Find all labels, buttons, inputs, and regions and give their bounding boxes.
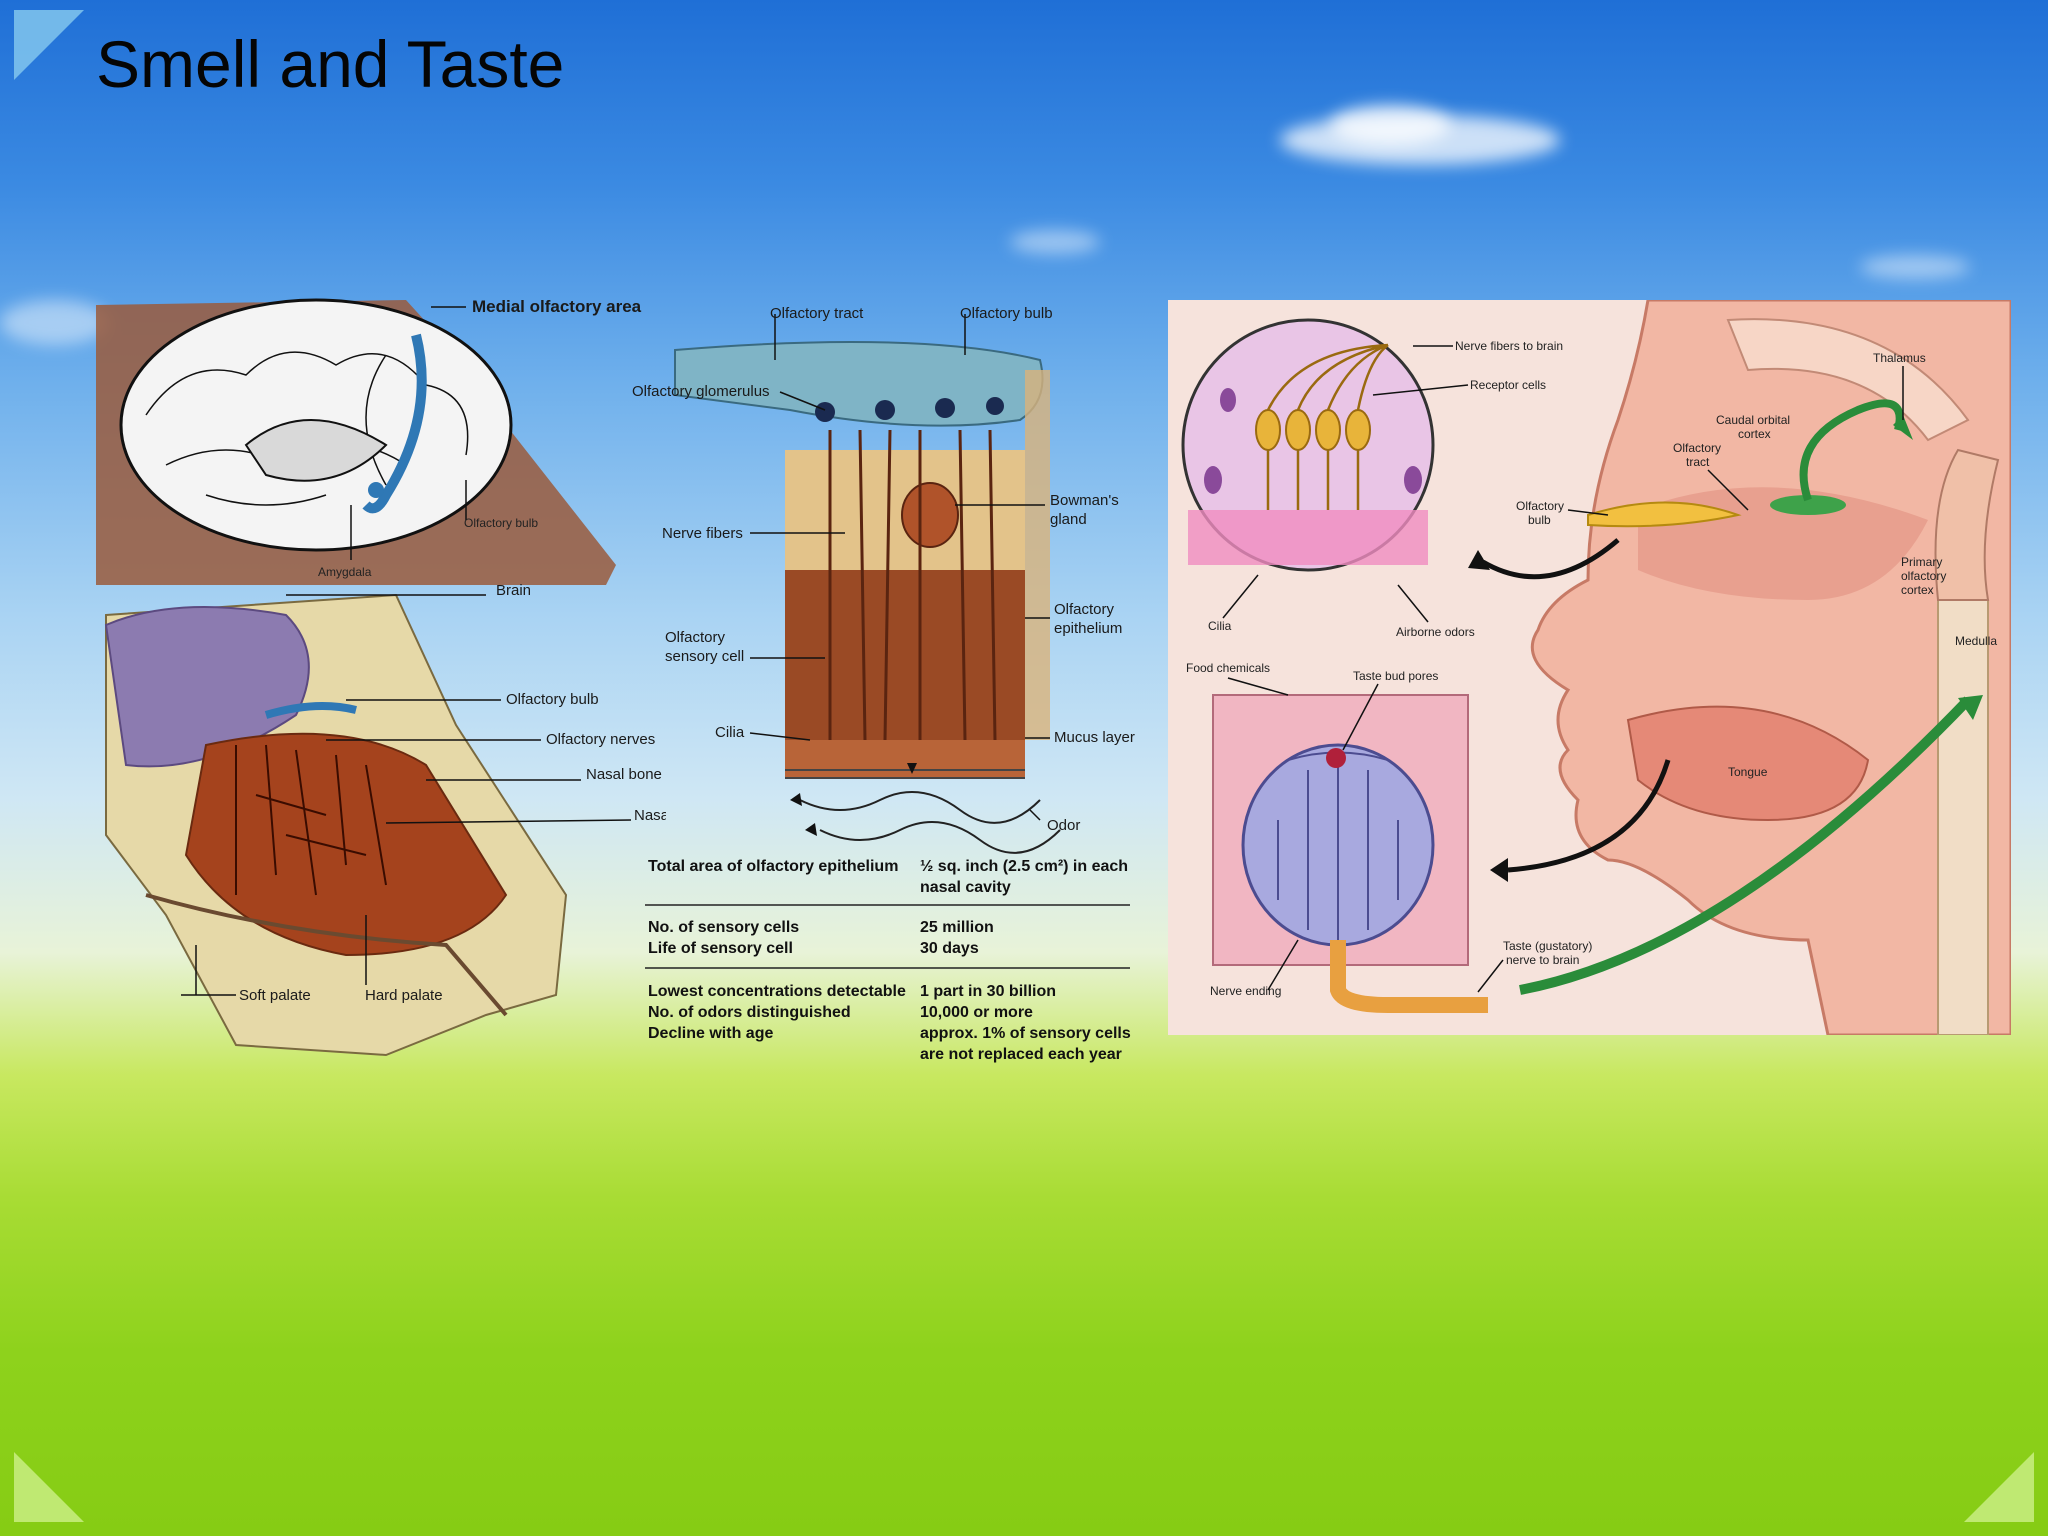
table-row3-right-1: 1 part in 30 billion [920, 983, 1056, 1000]
label-taste-bud-pores: Taste bud pores [1353, 669, 1438, 683]
label-olfactory-glomerulus: Olfactory glomerulus [632, 383, 770, 400]
label-olfactory-epithelium-1: Olfactory [1054, 601, 1115, 618]
table-row3-right-4: are not replaced each year [920, 1046, 1122, 1063]
table-row1-left-1: Total area of olfactory epithelium [648, 858, 898, 875]
label-bowmans-gland-1: Bowman's [1050, 492, 1119, 509]
label-odor: Odor [1047, 817, 1080, 834]
label-taste-nerve-2: nerve to brain [1506, 953, 1579, 967]
label-olfactory-sensory-cell-2: sensory cell [665, 648, 744, 665]
table-row3-left-2: No. of odors distinguished [648, 1004, 851, 1021]
table-row3-right-2: 10,000 or more [920, 1004, 1033, 1021]
label-caudal-orbital-cortex-1: Caudal orbital [1716, 413, 1790, 427]
table-row3-right-3: approx. 1% of sensory cells [920, 1025, 1131, 1042]
label-caudal-orbital-cortex-2: cortex [1738, 427, 1771, 441]
cloud [1860, 255, 1970, 279]
table-row1-right-1: ½ sq. inch (2.5 cm²) in each [920, 858, 1128, 875]
label-primary-olfactory-cortex-2: olfactory [1901, 569, 1946, 583]
cloud [1330, 105, 1450, 145]
label-airborne-odors: Airborne odors [1396, 625, 1475, 639]
label-cilia: Cilia [715, 724, 745, 741]
label-nasal-bone: Nasal bone [586, 766, 662, 783]
corner-decoration-top-left [14, 10, 84, 80]
label-nerve-fibers: Nerve fibers [662, 525, 743, 542]
label-medulla: Medulla [1955, 634, 1997, 648]
label-nasal-conchae: Nasal conchae [634, 807, 666, 824]
smell-taste-head-diagram: Nerve fibers to brain Receptor cells Tha… [1168, 300, 2011, 1035]
olfactory-epithelium-diagram: Olfactory tract Olfactory bulb Olfactory… [632, 305, 1135, 1063]
label-nerve-ending: Nerve ending [1210, 984, 1281, 998]
label-soft-palate: Soft palate [239, 987, 311, 1004]
label-taste-nerve-1: Taste (gustatory) [1503, 939, 1592, 953]
label-primary-olfactory-cortex-3: cortex [1901, 583, 1934, 597]
label-tongue: Tongue [1728, 765, 1768, 779]
label-food-chemicals: Food chemicals [1186, 661, 1270, 675]
table-row2-right-1: 25 million [920, 919, 994, 936]
corner-decoration-bottom-right [1964, 1452, 2034, 1522]
label-olfactory-tract-1: Olfactory [1673, 441, 1721, 455]
label-olfactory-sensory-cell-1: Olfactory [665, 629, 726, 646]
label-olfactory-tract-2: tract [1686, 455, 1710, 469]
table-row3-left-1: Lowest concentrations detectable [648, 983, 906, 1000]
label-olfactory-bulb: Olfactory bulb [960, 305, 1053, 322]
label-receptor-cells: Receptor cells [1470, 378, 1546, 392]
label-amygdala: Amygdala [318, 565, 372, 579]
label-cilia: Cilia [1208, 619, 1232, 633]
label-olfactory-bulb-2: bulb [1528, 513, 1551, 527]
label-olfactory-bulb-1: Olfactory [1516, 499, 1564, 513]
label-hard-palate: Hard palate [365, 987, 443, 1004]
label-olfactory-bulb: Olfactory bulb [506, 691, 599, 708]
label-primary-olfactory-cortex-1: Primary [1901, 555, 1942, 569]
label-bowmans-gland-2: gland [1050, 511, 1087, 528]
table-row3-left-3: Decline with age [648, 1025, 773, 1042]
table-row2-left-1: No. of sensory cells [648, 919, 799, 936]
label-medial-olfactory-area: Medial olfactory area [472, 297, 642, 316]
corner-decoration-bottom-left [14, 1452, 84, 1522]
table-row1-right-2: nasal cavity [920, 879, 1011, 896]
label-olfactory-tract: Olfactory tract [770, 305, 864, 322]
label-nerve-fibers-to-brain: Nerve fibers to brain [1455, 339, 1563, 353]
table-row2-right-2: 30 days [920, 940, 979, 957]
label-olfactory-bulb-top: Olfactory bulb [464, 516, 538, 530]
slide-title: Smell and Taste [96, 27, 565, 101]
label-thalamus: Thalamus [1873, 351, 1926, 365]
label-olfactory-epithelium-2: epithelium [1054, 620, 1122, 637]
label-olfactory-nerves: Olfactory nerves [546, 731, 655, 748]
cloud [1010, 230, 1100, 254]
label-brain: Brain [496, 582, 531, 599]
cloud [0, 300, 110, 345]
table-row2-left-2: Life of sensory cell [648, 940, 793, 957]
label-mucus-layer: Mucus layer [1054, 729, 1135, 746]
brain-nasal-diagram: Medial olfactory area Olfactory bulb Amy… [96, 297, 666, 1057]
